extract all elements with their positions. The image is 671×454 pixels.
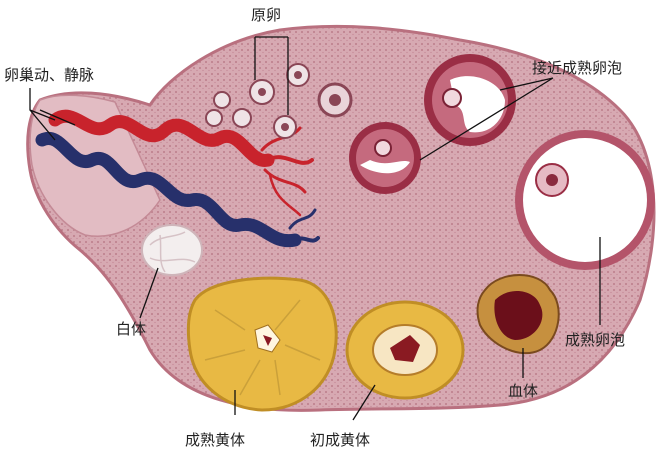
- label-vessels: 卵巢动、静脉: [4, 66, 94, 84]
- early-corpus-luteum: [347, 302, 463, 398]
- label-corpus-albicans: 白体: [116, 320, 146, 338]
- mature-follicle: [515, 130, 655, 270]
- label-near-mature: 接近成熟卵泡: [532, 59, 622, 77]
- label-corpus-luteum: 成熟黄体: [185, 431, 245, 449]
- label-mature-follicle: 成熟卵泡: [565, 331, 625, 349]
- label-corpus-hemorrhagicum: 血体: [508, 382, 538, 400]
- growing-follicle-lower: [349, 122, 421, 194]
- corpus-luteum: [188, 278, 336, 410]
- label-early-corpus-luteum: 初成黄体: [310, 431, 370, 449]
- growing-follicle-upper: [424, 54, 516, 146]
- corpus-albicans: [142, 225, 202, 275]
- label-oocyte: 原卵: [251, 6, 281, 24]
